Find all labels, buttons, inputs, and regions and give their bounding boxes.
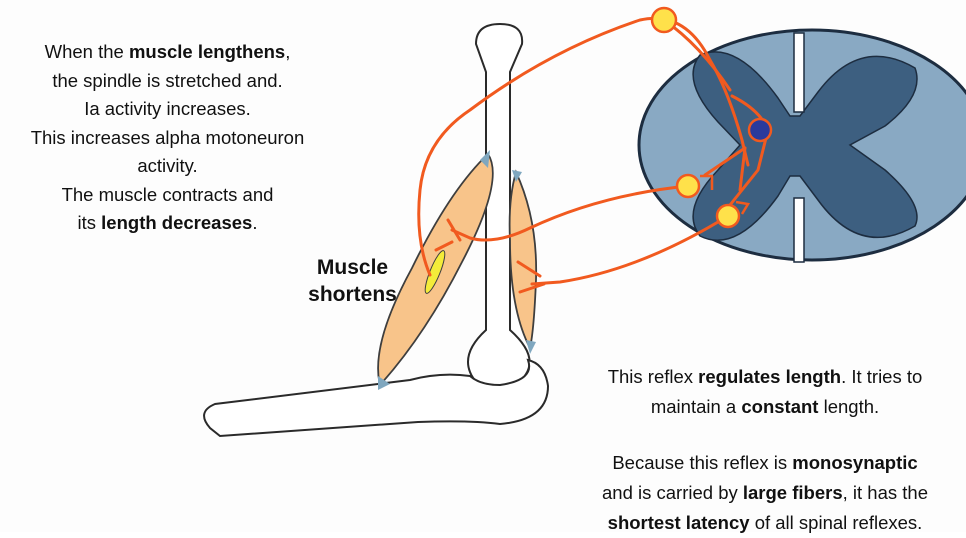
- left-text-line: When the muscle lengthens,: [0, 38, 335, 67]
- right-text-2-line: shortest latency of all spinal reflexes.: [565, 508, 965, 538]
- left-text-segment: muscle lengthens: [128, 41, 286, 62]
- left-text-segment: .: [252, 212, 258, 233]
- right-text-2-line: Because this reflex is monosynaptic: [565, 448, 965, 478]
- triceps-upper-tendon: [512, 170, 522, 182]
- right-text-2-segment: monosynaptic: [792, 452, 918, 473]
- motoneuron-soma-2: [715, 203, 741, 229]
- muscle-label-line-1: Muscle: [316, 256, 389, 279]
- muscles: [377, 150, 538, 390]
- right-text-1-segment: regulates length: [698, 366, 842, 387]
- triceps-branch: [516, 260, 546, 294]
- neurons: [650, 6, 773, 229]
- left-text-segment: activity.: [137, 155, 198, 176]
- explanation-text-right-1: This reflex regulates length. It tries t…: [565, 362, 965, 422]
- right-text-1-segment: length.: [818, 396, 880, 417]
- triceps-lower-tendon: [526, 340, 536, 354]
- anterior-median-fissure: [793, 197, 805, 263]
- left-text-line: its length decreases.: [0, 209, 335, 238]
- motor-efferent-fiber-2: [530, 214, 730, 286]
- synapse-terminal-1: [700, 174, 714, 190]
- left-text-segment: the spindle is stretched and.: [52, 69, 283, 91]
- biceps-upper-tendon: [480, 150, 490, 168]
- left-text-segment: When the: [44, 41, 129, 62]
- forearm-bone: [203, 358, 550, 438]
- motoneuron-soma-1: [675, 173, 701, 199]
- left-text-line: This increases alpha motoneuron: [0, 124, 335, 153]
- right-text-2-segment: of all spinal reflexes.: [749, 512, 923, 533]
- muscle-shortens-label: Muscle shortens: [295, 254, 410, 308]
- biceps-lower-tendon: [378, 376, 390, 390]
- synapse-terminal-2: [735, 200, 751, 215]
- right-text-2-line: and is carried by large fibers, it has t…: [565, 478, 965, 508]
- left-text-line: The muscle contracts and: [0, 181, 335, 210]
- left-text-segment: The muscle contracts and: [61, 183, 274, 205]
- muscle-label-line-2: shortens: [308, 283, 397, 306]
- right-text-1-line: maintain a constant length.: [565, 392, 965, 422]
- left-text-segment: ,: [285, 41, 291, 62]
- right-text-1-segment: constant: [741, 396, 819, 417]
- synapse-branch: [703, 146, 747, 192]
- spinal-cord-gray-matter: [692, 51, 918, 241]
- left-text-line: the spindle is stretched and.: [0, 67, 335, 96]
- left-text-segment: length decreases: [101, 212, 253, 233]
- dorsal-root-ganglion: [650, 6, 678, 34]
- spinal-cord-cross-section: [637, 28, 966, 263]
- biceps-branch: [434, 218, 462, 252]
- left-text-segment: This increases alpha motoneuron: [30, 126, 305, 148]
- left-text-line: Ia activity increases.: [0, 95, 335, 124]
- left-text-segment: its: [77, 212, 102, 233]
- triceps-muscle: [508, 169, 538, 351]
- right-text-1-line: This reflex regulates length. It tries t…: [565, 362, 965, 392]
- left-text-segment: Ia activity increases.: [84, 98, 251, 119]
- posterior-median-sulcus: [793, 32, 805, 113]
- left-text-line: activity.: [0, 152, 335, 181]
- right-text-1-segment: . It tries to: [841, 366, 923, 387]
- explanation-text-left: When the muscle lengthens,the spindle is…: [0, 38, 335, 238]
- right-text-2-segment: and is carried by: [602, 482, 743, 503]
- arm-bones: [203, 22, 550, 438]
- muscle-spindle: [424, 250, 446, 294]
- right-text-2-segment: shortest latency: [607, 512, 750, 533]
- right-text-2-segment: , it has the: [842, 482, 928, 503]
- right-text-1-segment: maintain a: [650, 396, 742, 417]
- right-text-2-segment: large fibers: [742, 482, 843, 503]
- right-text-1-segment: This reflex: [607, 366, 699, 387]
- interneuron-soma: [747, 117, 773, 143]
- motor-efferent-fiber-1: [450, 184, 690, 242]
- right-text-2-segment: Because this reflex is: [612, 452, 793, 473]
